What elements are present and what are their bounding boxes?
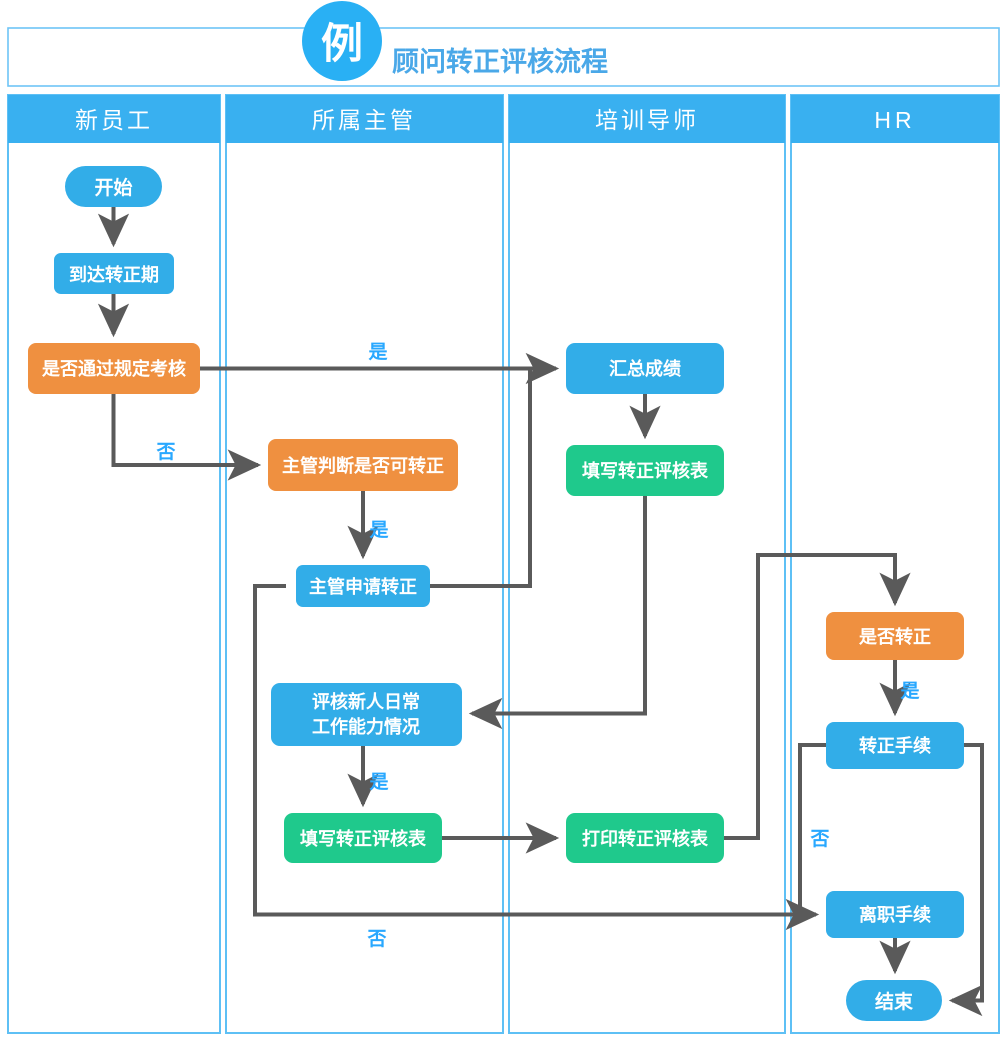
node-label-summarize-scores: 汇总成绩	[609, 358, 681, 379]
node-pass-required-assessment[interactable]: 是否通过规定考核	[28, 343, 200, 394]
lane-header-trainer	[509, 95, 785, 143]
node-label-supervisor-judge: 主管判断是否可转正	[282, 455, 444, 476]
node-label-supervisor-apply: 主管申请转正	[309, 576, 417, 597]
edge-label-yes-top: 是	[368, 341, 387, 363]
lane-supervisor: 所属主管	[225, 94, 504, 1034]
node-end[interactable]: 结束	[846, 980, 942, 1021]
edge-label-no-bottom: 否	[366, 929, 386, 950]
node-label-whether-regularize: 是否转正	[858, 626, 931, 647]
edge-loop-back-to-apply	[253, 584, 816, 917]
node-reach-regular-period[interactable]: 到达转正期	[54, 253, 174, 294]
header-band: 例 顾问转正评核流程	[7, 1, 1000, 87]
node-resignation-procedure[interactable]: 离职手续	[826, 891, 964, 938]
edge-apply-to-summarize	[430, 368, 532, 588]
node-print-form[interactable]: 打印转正评核表	[566, 813, 724, 863]
node-label-trainer-fill-form: 填写转正评核表	[582, 460, 709, 481]
example-badge	[302, 1, 382, 81]
edge-trainer-form-to-assess	[468, 496, 647, 730]
lane-label-trainer: 培训导师	[595, 107, 699, 133]
node-label-end: 结束	[875, 990, 914, 1013]
node-supervisor-judge[interactable]: 主管判断是否可转正	[268, 439, 458, 491]
edge-assessment-no-to-judge	[111, 394, 262, 481]
node-assess-daily-ability[interactable]: 评核新人日常 工作能力情况	[271, 683, 462, 746]
edge-procedure-to-end	[948, 743, 984, 1017]
edge-label-yes-assess: 是	[369, 771, 388, 793]
node-summarize-scores[interactable]: 汇总成绩	[566, 343, 724, 394]
edge-label-yes-hr: 是	[900, 680, 919, 702]
edge-label-yes-judge: 是	[369, 519, 388, 541]
node-trainer-fill-form[interactable]: 填写转正评核表	[566, 445, 724, 496]
edge-label-no-left: 否	[155, 442, 175, 463]
example-badge-label: 例	[321, 20, 363, 67]
lane-header-hr	[791, 95, 999, 143]
node-label-pass-required-assessment: 是否通过规定考核	[41, 358, 186, 379]
lane-label-new-employee: 新员工	[75, 107, 153, 133]
node-label-print-form: 打印转正评核表	[582, 828, 709, 849]
node-regularize-procedure[interactable]: 转正手续	[826, 722, 964, 769]
connectors	[97, 207, 984, 1017]
node-supervisor-fill-form[interactable]: 填写转正评核表	[284, 813, 442, 863]
node-label-resignation-procedure: 离职手续	[859, 904, 931, 925]
lane-header-new-employee	[8, 95, 220, 143]
node-label-assess-daily-ability-line1: 评核新人日常	[312, 691, 420, 712]
node-label-start: 开始	[94, 176, 132, 199]
lane-label-supervisor: 所属主管	[312, 107, 416, 133]
page-title: 顾问转正评核流程	[392, 46, 608, 77]
lane-label-hr: HR	[874, 107, 915, 133]
edge-print-to-whether-regularize	[724, 553, 911, 840]
node-label-assess-daily-ability-line2: 工作能力情况	[312, 716, 420, 737]
node-label-regularize-procedure: 转正手续	[859, 735, 931, 756]
node-label-supervisor-fill-form: 填写转正评核表	[300, 828, 427, 849]
node-start[interactable]: 开始	[65, 166, 162, 207]
lane-new-employee: 新员工	[7, 94, 221, 1034]
node-supervisor-apply[interactable]: 主管申请转正	[296, 565, 430, 607]
edge-labels: 是 否 是 是 是 否 否	[155, 341, 919, 950]
lane-header-supervisor	[226, 95, 503, 143]
node-whether-regularize[interactable]: 是否转正	[826, 612, 964, 660]
node-label-reach-regular-period: 到达转正期	[69, 264, 159, 285]
edge-label-no-hr: 否	[809, 829, 829, 850]
